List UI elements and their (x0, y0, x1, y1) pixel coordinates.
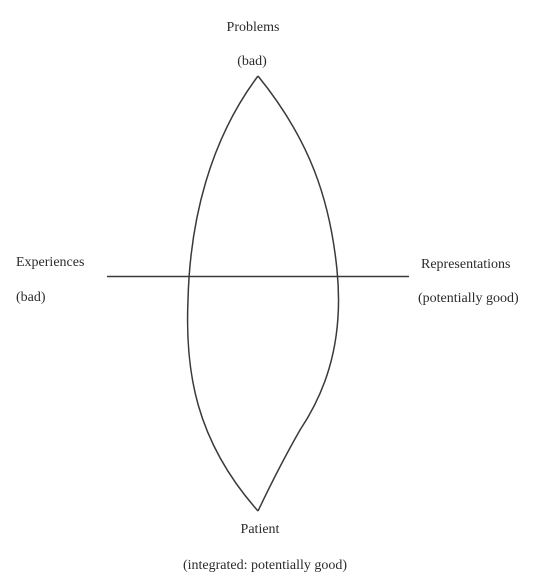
top-label-qualifier: (bad) (237, 54, 267, 69)
left-label-title: Experiences (16, 255, 85, 270)
lens-right-arc (257, 75, 340, 512)
bottom-label-title: Patient (240, 522, 280, 537)
bottom-label-qualifier: (integrated: potentially good) (182, 558, 348, 573)
left-label-qualifier: (bad) (16, 290, 46, 305)
right-label-title: Representations (421, 257, 511, 272)
right-label-qualifier: (potentially good) (418, 291, 519, 306)
top-label-title: Problems (226, 20, 280, 35)
lens-left-arc (186, 75, 259, 512)
